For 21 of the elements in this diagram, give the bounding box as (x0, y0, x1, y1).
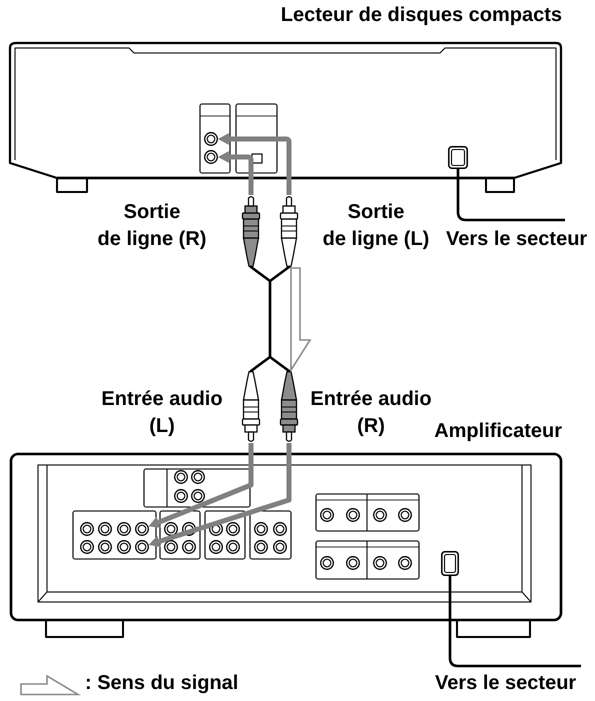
cord-label: Vers le secteur (446, 227, 588, 252)
device-title: Amplificateur (434, 419, 562, 444)
cable-branch (250, 356, 272, 372)
port-label: Entrée audio (R) (310, 387, 432, 439)
device-title: Lecteur de disques compacts (280, 3, 562, 28)
legend-label: : Sens du signal (85, 671, 238, 696)
cord-label: Vers le secteur (435, 671, 576, 696)
insertion-arrow (148, 443, 292, 548)
insertion-arrow (218, 151, 254, 195)
port-label: Sortie de ligne (L) (322, 200, 430, 252)
cable-trunk (268, 280, 272, 358)
cable-branch (268, 356, 290, 372)
insertion-arrow (218, 133, 292, 195)
power-cord (448, 576, 581, 668)
power-cord (456, 169, 565, 222)
insertion-arrow (148, 443, 254, 528)
cable-branch (250, 266, 272, 282)
port-label: Entrée audio (L) (101, 387, 223, 439)
cable-branch (268, 266, 290, 282)
signal-arrow (290, 267, 312, 373)
port-label: Sortie de ligne (R) (98, 200, 206, 252)
